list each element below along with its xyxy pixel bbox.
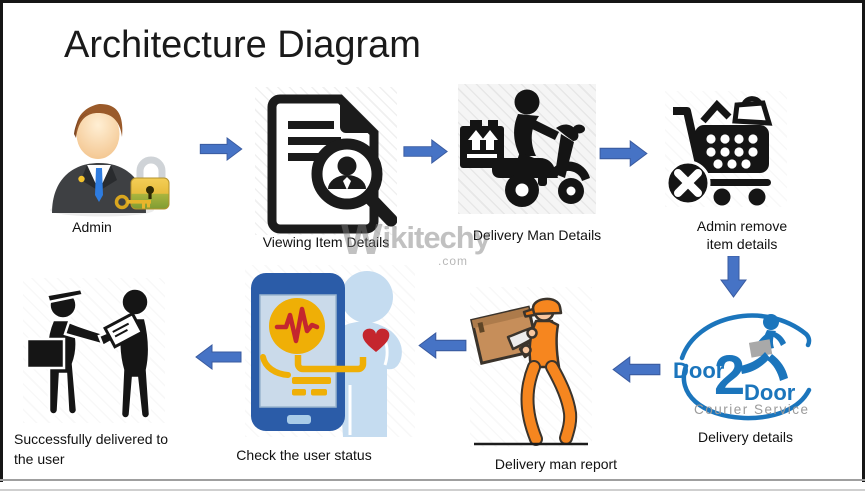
node-user-status <box>245 265 415 437</box>
admin-remove-label: Admin remove item details <box>672 218 812 253</box>
scooter-delivery-icon <box>460 89 590 207</box>
delivery-man-box-icon <box>470 297 588 446</box>
viewing-item-label: Viewing Item Details <box>262 234 390 250</box>
delivery-man-label: Delivery Man Details <box>472 227 602 243</box>
down-arrow-icon <box>720 256 747 298</box>
delivery-report-label: Delivery man report <box>494 456 618 472</box>
node-admin <box>38 92 170 218</box>
node-delivered <box>23 278 165 423</box>
cart-remove-icon <box>665 96 773 206</box>
node-viewing-item <box>255 87 397 235</box>
logo-door-top: Door <box>673 358 725 383</box>
handover-delivery-icon <box>25 287 152 420</box>
phone-health-status-icon <box>251 271 402 437</box>
right-arrow-icon <box>403 139 448 164</box>
admin-label: Admin <box>72 219 112 235</box>
logo-runner <box>740 314 788 381</box>
delivered-label-line1: Successfully delivered to <box>14 431 169 447</box>
document-search-icon <box>267 94 397 234</box>
left-arrow-icon <box>195 344 242 370</box>
node-admin-remove <box>665 91 787 207</box>
flow-arrow-1 <box>199 137 244 161</box>
delivered-label: Successfully delivered to the user <box>14 430 198 469</box>
flow-arrow-7 <box>194 344 242 370</box>
user-status-label: Check the user status <box>236 447 372 463</box>
right-arrow-icon <box>599 140 648 167</box>
flow-arrow-5 <box>611 356 661 383</box>
right-arrow-icon <box>199 137 243 161</box>
left-arrow-icon <box>612 356 661 383</box>
page-title: Architecture Diagram <box>64 24 421 66</box>
node-delivery-man <box>458 84 596 214</box>
door2door-logo: Door 2 Door Courier Service <box>673 313 812 421</box>
flow-arrow-2 <box>403 139 449 164</box>
logo-door-bottom: Door <box>744 380 796 405</box>
node-delivery-report <box>470 287 592 447</box>
flow-arrow-4 <box>720 256 747 298</box>
admin-remove-label-line2: item details <box>706 235 778 252</box>
left-arrow-icon <box>418 332 467 359</box>
flow-arrow-6 <box>417 332 467 359</box>
delivered-label-line2: the user <box>14 450 65 467</box>
admin-user-icon <box>50 104 170 217</box>
logo-two: 2 <box>714 343 745 406</box>
flow-arrow-3 <box>599 140 649 167</box>
admin-remove-label-line1: Admin remove <box>696 218 788 234</box>
slide-border-bottom <box>0 479 865 481</box>
logo-tagline: Courier Service <box>694 402 810 417</box>
delivery-details-label: Delivery details <box>698 429 793 445</box>
page-bottom-edge <box>0 489 865 491</box>
watermark-suffix: .com <box>438 254 469 268</box>
node-delivery-details: Door 2 Door Courier Service <box>668 300 818 428</box>
